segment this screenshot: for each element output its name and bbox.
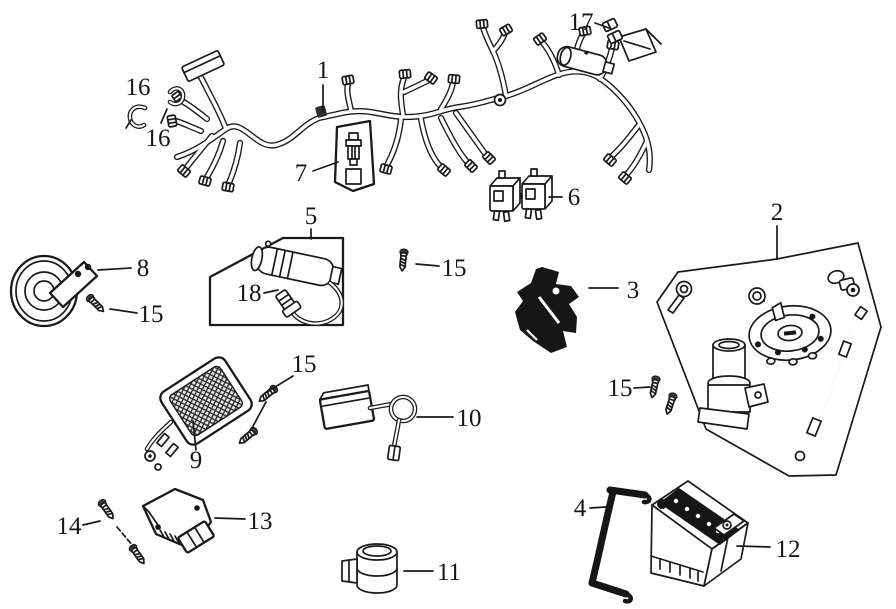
leader-13 xyxy=(214,517,246,520)
battery-terminal-neg xyxy=(657,499,667,509)
callout-7: 7 xyxy=(295,160,308,187)
harness-flat-connector xyxy=(181,50,225,82)
resistor-assembly xyxy=(318,384,418,462)
callout-15b: 15 xyxy=(442,255,467,282)
harness-clamp xyxy=(315,105,327,118)
leader-8 xyxy=(97,267,132,271)
leader-15d xyxy=(633,386,651,389)
ignition-switch xyxy=(697,338,769,430)
callout-13: 13 xyxy=(248,508,273,535)
fuel-cap xyxy=(748,301,832,366)
wiring-harness xyxy=(166,18,662,193)
horn-bracket xyxy=(48,260,99,309)
harness-coil-body xyxy=(556,45,616,76)
callout-10: 10 xyxy=(457,405,482,432)
callout-16b: 16 xyxy=(146,125,171,152)
callout-2: 2 xyxy=(771,199,784,226)
horn xyxy=(9,254,99,328)
callout-14: 14 xyxy=(57,513,83,540)
cdi-rib-strip xyxy=(159,529,180,544)
leader-14 xyxy=(82,520,101,526)
harness-stay-bracket xyxy=(618,28,662,62)
screws xyxy=(84,247,679,567)
leader-16b xyxy=(160,108,168,124)
leader-9 xyxy=(192,420,197,451)
callout-6: 6 xyxy=(568,184,581,211)
callout-9: 9 xyxy=(190,447,203,474)
cdi-connector xyxy=(177,520,215,554)
battery-band xyxy=(588,486,652,604)
callout-15c: 15 xyxy=(292,351,317,378)
callout-3: 3 xyxy=(627,277,640,304)
flasher-relay xyxy=(341,543,398,594)
fuse-box xyxy=(333,119,376,193)
callout-15d: 15 xyxy=(608,375,633,402)
ignition-coil xyxy=(250,240,344,324)
leader-15a xyxy=(109,308,138,314)
harness-clip-b xyxy=(167,86,186,107)
leader-lines xyxy=(82,22,778,572)
callout-8: 8 xyxy=(137,255,150,282)
spark-plug-cap xyxy=(275,289,302,318)
cdi-unit xyxy=(141,487,215,554)
relay-1 xyxy=(489,170,521,223)
callout-17: 17 xyxy=(569,9,594,36)
stay-clips xyxy=(601,17,624,45)
callout-15a: 15 xyxy=(139,301,164,328)
callout-4: 4 xyxy=(574,495,587,522)
callout-5: 5 xyxy=(305,203,318,230)
callout-labels: 1 2 3 4 5 6 7 8 9 10 11 12 13 14 15 15 1… xyxy=(57,9,801,586)
harness-clip-a xyxy=(125,104,148,129)
battery xyxy=(650,480,749,587)
callout-18: 18 xyxy=(237,280,262,307)
leader-4 xyxy=(589,506,607,509)
callout-11: 11 xyxy=(437,559,461,586)
seat-lock-cable xyxy=(794,305,868,462)
leader-17 xyxy=(594,22,610,29)
leader-12 xyxy=(736,545,771,548)
key-1 xyxy=(667,280,693,314)
ignition-coil-box xyxy=(208,236,345,327)
battery-front-ticks xyxy=(659,559,699,582)
callout-1: 1 xyxy=(317,57,330,84)
fuse-icon xyxy=(345,132,362,185)
leader-15c xyxy=(266,375,294,393)
regulator-rectifier xyxy=(144,356,253,471)
callout-16a: 16 xyxy=(126,74,151,101)
relay-pair xyxy=(489,168,553,223)
leader-15b xyxy=(415,263,440,267)
leader-7 xyxy=(312,161,339,172)
leader-18 xyxy=(263,289,279,294)
callout-12: 12 xyxy=(776,536,801,563)
seat-lock xyxy=(827,269,860,297)
lock-set xyxy=(656,242,882,477)
rubber-mount-bracket xyxy=(515,267,579,353)
relay-2 xyxy=(521,168,553,221)
